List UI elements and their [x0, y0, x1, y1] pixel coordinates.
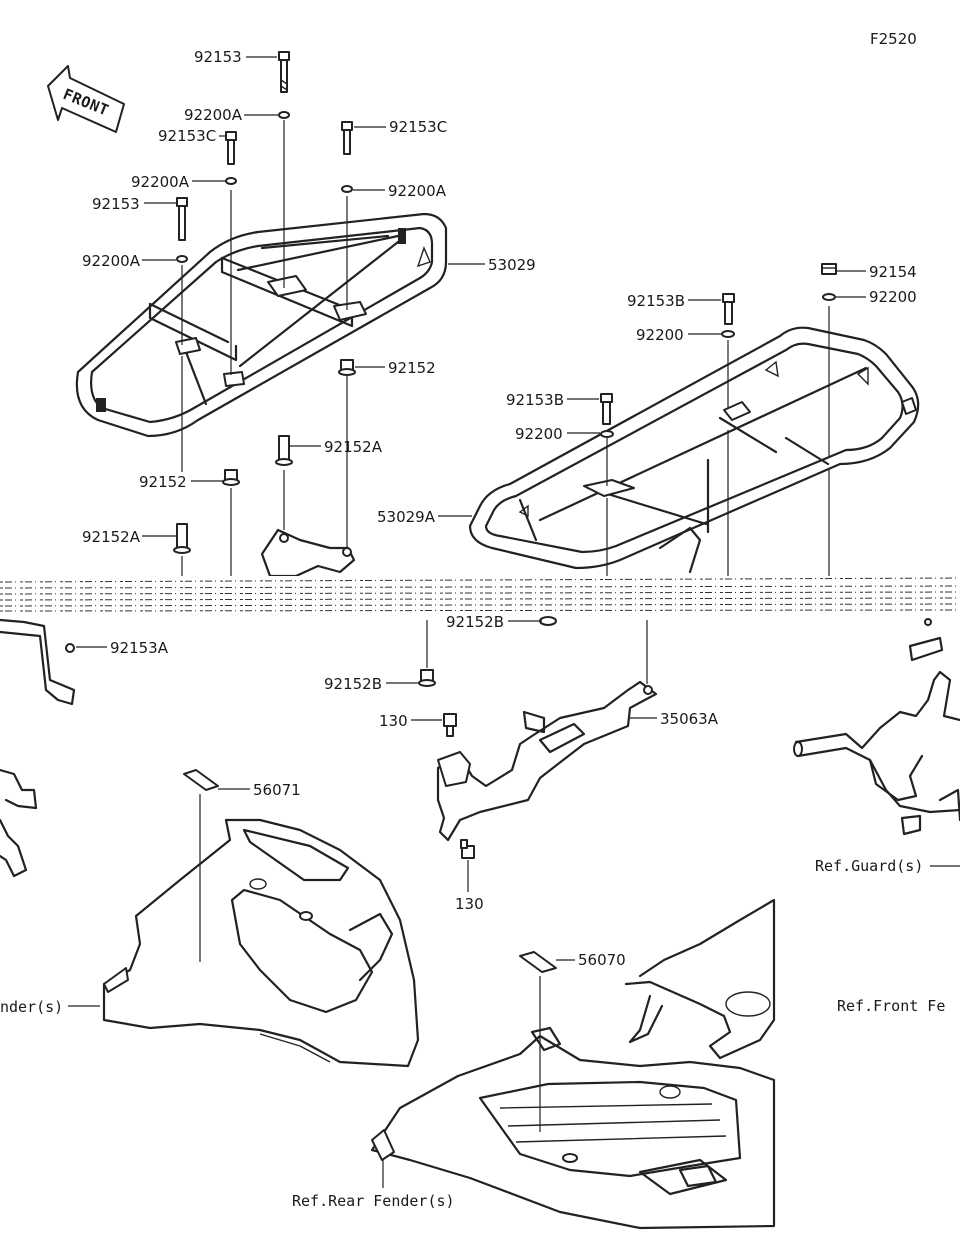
- bolt-92153C-left: [225, 131, 237, 165]
- collar-92152A-mid: [275, 435, 293, 466]
- collar-92152B-right: [539, 616, 557, 626]
- label-92152B-left: 92152B: [324, 675, 382, 693]
- decal-56071: [183, 769, 219, 791]
- label-53029: 53029: [488, 256, 536, 274]
- label-92153-top: 92153: [194, 48, 242, 66]
- bolt-92153-left: [176, 197, 188, 241]
- assembly-lines-right: [606, 306, 830, 578]
- label-56071: 56071: [253, 781, 301, 799]
- washer-92200A-3: [176, 255, 188, 263]
- front-arrow-icon: FRONT: [47, 65, 125, 133]
- washer-92200A-2: [225, 177, 237, 185]
- rear-carrier-rack: [468, 326, 920, 574]
- bolt-92153B-2: [600, 393, 613, 425]
- washer-92200-2: [721, 330, 735, 338]
- bolt-92153-top: [278, 51, 290, 93]
- label-92152-right: 92152: [388, 359, 436, 377]
- label-92152-left: 92152: [139, 473, 187, 491]
- ref-fender-left-label: nder(s): [0, 998, 63, 1016]
- label-35063A: 35063A: [660, 710, 719, 728]
- collar-92152-right: [338, 359, 356, 376]
- label-92153-left: 92153: [92, 195, 140, 213]
- bolt-92154: [821, 263, 837, 275]
- label-92153A: 92153A: [110, 639, 169, 657]
- guard-partial: [793, 618, 960, 836]
- bolt-92153B-1: [722, 293, 735, 325]
- left-bracket-remnant: [0, 618, 76, 878]
- rear-fender-partial: [370, 898, 776, 1230]
- collar-92152A-left: [173, 523, 191, 554]
- collar-92152B-left: [418, 669, 436, 687]
- label-92152B-right: 92152B: [446, 613, 504, 631]
- label-92200A-1: 92200A: [184, 106, 243, 124]
- label-130-top: 130: [379, 712, 408, 730]
- assembly-lines-left: [181, 120, 348, 580]
- bolt-92153C-right: [341, 121, 353, 155]
- decal-56070: [519, 951, 557, 973]
- label-130-bottom: 130: [455, 895, 484, 913]
- washer-92200A-right: [341, 185, 353, 193]
- bolt-130-top: [443, 713, 457, 737]
- label-92152A-left: 92152A: [82, 528, 141, 546]
- label-92200-3: 92200: [515, 425, 563, 443]
- label-53029A: 53029A: [377, 508, 436, 526]
- ref-front-fender-label: Ref.Front Fe: [837, 997, 945, 1015]
- washer-92200-top: [822, 293, 836, 301]
- ref-guard-label: Ref.Guard(s): [815, 857, 923, 875]
- label-92200-2: 92200: [636, 326, 684, 344]
- label-92153B-1: 92153B: [627, 292, 685, 310]
- label-92200A-3: 92200A: [82, 252, 141, 270]
- collar-92152-left: [222, 469, 240, 486]
- front-fender-partial: [102, 818, 420, 1068]
- label-92200A-2: 92200A: [131, 173, 190, 191]
- label-92153C-right: 92153C: [389, 118, 447, 136]
- figure-code: F2520: [870, 30, 917, 48]
- front-carrier-rack: [75, 212, 448, 438]
- label-92200-top: 92200: [869, 288, 917, 306]
- label-92154: 92154: [869, 263, 917, 281]
- label-92200A-right: 92200A: [388, 182, 447, 200]
- scan-distortion-band: [0, 576, 960, 616]
- washer-92200-3: [600, 430, 614, 438]
- washer-92200A-1: [278, 111, 290, 119]
- stay-35063A: [436, 680, 658, 842]
- front-bracket-partial: [260, 528, 356, 578]
- ref-rear-fender-label: Ref.Rear Fender(s): [292, 1192, 455, 1210]
- bolt-130-bottom: [460, 839, 475, 859]
- label-92152A-mid: 92152A: [324, 438, 383, 456]
- label-92153B-2: 92153B: [506, 391, 564, 409]
- label-56070: 56070: [578, 951, 626, 969]
- label-92153C-left: 92153C: [158, 127, 216, 145]
